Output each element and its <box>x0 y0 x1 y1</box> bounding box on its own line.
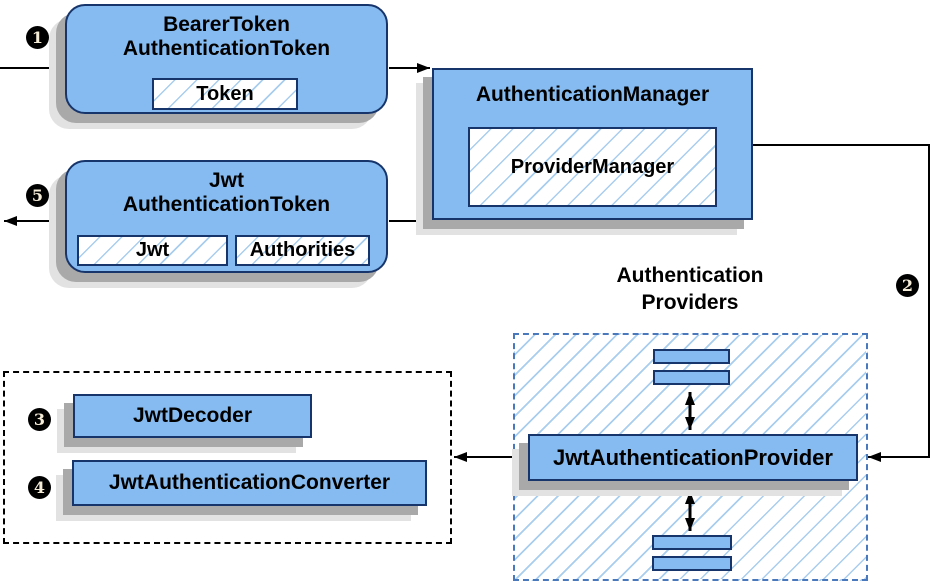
jwt-decoder-node: JwtDecoder <box>73 394 312 438</box>
bearer-token-node: BearerToken AuthenticationToken Token <box>65 4 388 114</box>
bearer-token-title-line1: BearerToken <box>163 13 290 36</box>
step-badge-5: 5 <box>26 184 49 207</box>
jwt-authentication-provider-node: JwtAuthenticationProvider <box>528 434 858 481</box>
bearer-token-title-line2: AuthenticationToken <box>122 37 331 60</box>
jwt-token-title-line2: AuthenticationToken <box>122 193 331 216</box>
authentication-manager-node: AuthenticationManager ProviderManager <box>432 68 753 220</box>
provider-slot-bar-top-1 <box>653 349 730 364</box>
jwt-authentication-converter-node: JwtAuthenticationConverter <box>72 460 427 506</box>
bearer-token-title: BearerToken AuthenticationToken <box>67 6 386 61</box>
provider-slot-bar-bottom-2 <box>652 556 732 571</box>
step-badge-1: 1 <box>26 26 49 49</box>
provider-manager-chip: ProviderManager <box>468 127 717 207</box>
provider-slot-bar-top-2 <box>653 370 730 385</box>
step-badge-3: 3 <box>28 408 51 431</box>
authentication-manager-title: AuthenticationManager <box>475 83 710 106</box>
jwt-token-title-line1: Jwt <box>208 169 244 192</box>
providers-label-line1: Authentication <box>616 264 764 287</box>
providers-label-line2: Providers <box>641 291 739 314</box>
token-chip: Token <box>152 78 298 110</box>
jwt-chip: Jwt <box>77 235 228 266</box>
step-badge-4: 4 <box>28 476 51 499</box>
step-badge-2: 2 <box>896 274 919 297</box>
provider-slot-bar-bottom-1 <box>652 535 732 550</box>
authentication-providers-label: Authentication Providers <box>590 262 790 316</box>
jwt-token-title: Jwt AuthenticationToken <box>67 162 386 217</box>
authorities-chip: Authorities <box>235 235 370 266</box>
jwt-authentication-token-node: Jwt AuthenticationToken Jwt Authorities <box>65 160 388 273</box>
